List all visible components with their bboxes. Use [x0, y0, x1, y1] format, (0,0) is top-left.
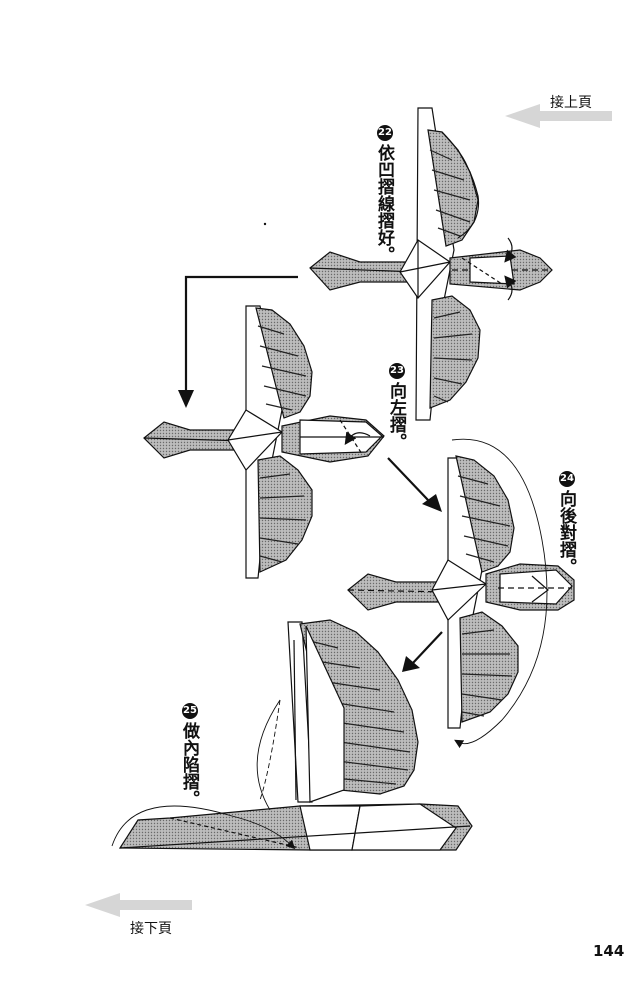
- step-22-text: 依凹摺線摺好。: [374, 144, 394, 263]
- flow-arrow-22-to-23: [178, 275, 298, 408]
- step-22-number: 22: [377, 125, 393, 141]
- stray-dot: [263, 222, 267, 226]
- step24-crane-figure: [347, 438, 575, 749]
- step23-crane-figure: [143, 305, 385, 579]
- next-page-label[interactable]: 接下頁: [130, 921, 172, 937]
- flow-arrow-24-to-25: [402, 631, 443, 672]
- step25-crane-figure: [111, 619, 473, 851]
- step-25-caption: 25 做內陷摺。: [179, 698, 201, 807]
- step-22-caption: 22 依凹摺線摺好。: [374, 120, 396, 263]
- prev-page-label[interactable]: 接上頁: [550, 95, 592, 111]
- step-25-text: 做內陷摺。: [179, 722, 199, 807]
- prev-page-arrow-icon[interactable]: [505, 104, 612, 128]
- step-23-caption: 23 向左摺。: [386, 358, 408, 450]
- step-24-text: 向後對摺。: [556, 490, 576, 575]
- step-24-number: 24: [559, 471, 575, 487]
- page-number: 144: [593, 942, 625, 960]
- step-23-number: 23: [389, 363, 405, 379]
- step-23-text: 向左摺。: [386, 382, 406, 450]
- step-25-number: 25: [182, 703, 198, 719]
- next-page-arrow-icon[interactable]: [85, 893, 192, 917]
- step-24-caption: 24 向後對摺。: [556, 466, 578, 575]
- step22-crane-figure: [309, 107, 553, 421]
- flow-arrow-23-to-24: [387, 457, 442, 512]
